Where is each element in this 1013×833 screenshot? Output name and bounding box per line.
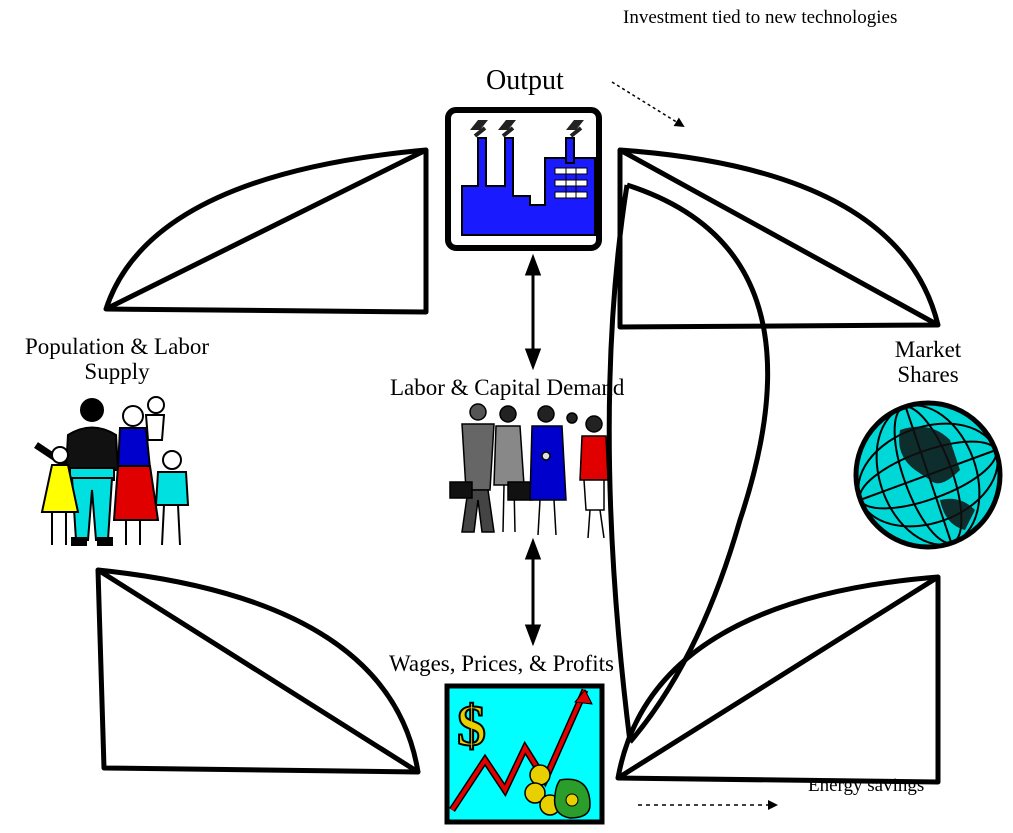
money-bag-icon — [524, 764, 591, 819]
energy-label: Energy savings — [808, 775, 925, 796]
arrow-investment — [611, 81, 685, 128]
factory-icon — [445, 107, 602, 251]
wages-label: Wages, Prices, & Profits — [389, 651, 614, 676]
population-label-line2: Supply — [84, 359, 150, 385]
leaf-bottom-right — [615, 574, 941, 785]
globe-icon — [853, 400, 1003, 550]
vertical-lens — [606, 182, 771, 744]
leaf-top-left — [103, 147, 429, 315]
labor-capital-label: Labor & Capital Demand — [390, 375, 625, 400]
output-label: Output — [486, 65, 564, 96]
market-label-line1: Market — [894, 337, 962, 362]
investment-label: Investment tied to new technologies — [623, 7, 898, 28]
population-label: Population & Labor Supply — [4, 334, 230, 385]
workers-icon — [449, 403, 609, 539]
family-icon — [34, 396, 190, 546]
market-shares-label: Market Shares — [888, 337, 968, 388]
leaf-top-right — [617, 147, 941, 330]
leaf-bottom-left — [95, 567, 421, 775]
market-label-line2: Shares — [897, 362, 959, 388]
dollar-sign-icon: $ — [457, 693, 486, 758]
population-label-line1: Population & Labor — [25, 334, 209, 359]
arrow-output-labor — [524, 253, 542, 371]
arrow-labor-wages — [524, 537, 542, 647]
